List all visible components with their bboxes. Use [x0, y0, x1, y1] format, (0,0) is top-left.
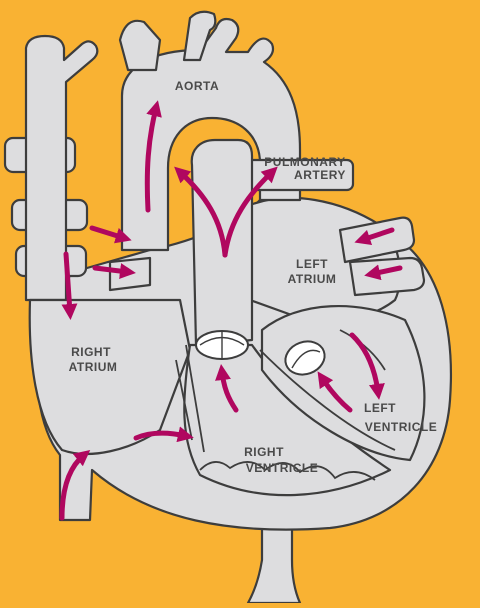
label-right-ventricle-line2: VENTRICLE [246, 461, 319, 475]
label-left-ventricle-line1: LEFT [364, 401, 396, 415]
label-pulmonary-artery-line1: PULMONARY [264, 155, 345, 169]
label-right-atrium-line1: RIGHT [71, 345, 111, 359]
label-right-atrium-line2: ATRIUM [69, 360, 118, 374]
pulmonary-valve [196, 331, 248, 359]
left-pv-end-1 [110, 258, 150, 290]
label-left-atrium-line2: ATRIUM [288, 272, 337, 286]
label-left-ventricle-line2: VENTRICLE [365, 420, 438, 434]
pulmonary-vein-lower [350, 258, 424, 295]
label-left-atrium-line1: LEFT [296, 257, 328, 271]
label-right-ventricle-line1: RIGHT [244, 445, 284, 459]
label-aorta: AORTA [175, 79, 219, 93]
label-pulmonary-artery-line2: ARTERY [294, 168, 346, 182]
